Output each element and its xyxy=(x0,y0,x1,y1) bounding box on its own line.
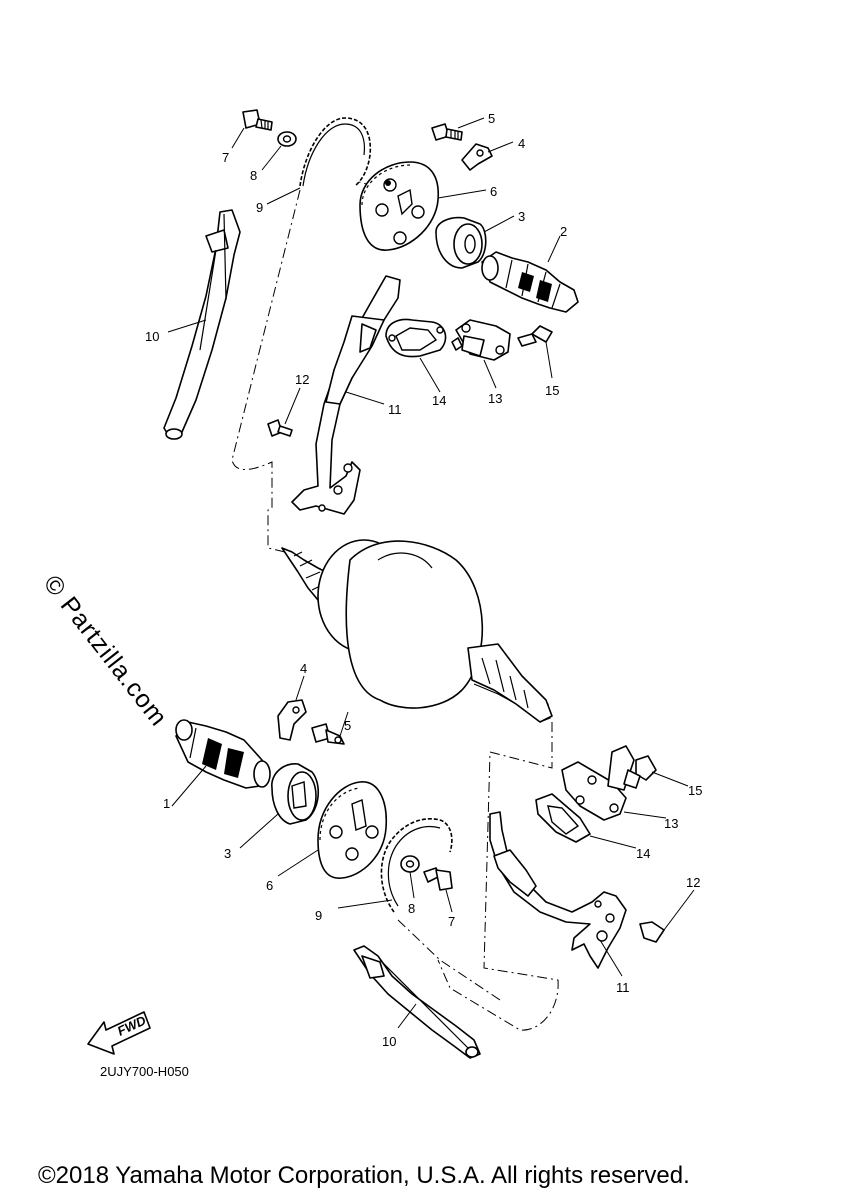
callout-lower-1: 1 xyxy=(163,796,170,811)
camshaft-1[interactable] xyxy=(175,719,271,789)
callout-upper-15: 15 xyxy=(545,383,559,398)
gasket-14-lower[interactable] xyxy=(535,793,591,843)
callout-lower-10: 10 xyxy=(382,1034,396,1049)
lower-assembly: FWD xyxy=(87,675,695,1059)
callout-lower-11: 11 xyxy=(616,980,630,995)
callout-upper-5: 5 xyxy=(488,111,495,126)
collar-3-lower[interactable] xyxy=(271,763,319,825)
collar-3-upper[interactable] xyxy=(435,216,487,269)
upper-assembly xyxy=(163,109,579,553)
plate-4-lower[interactable] xyxy=(277,699,307,741)
crankshaft[interactable] xyxy=(281,539,553,723)
callout-upper-13: 13 xyxy=(488,391,502,406)
callout-lower-9: 9 xyxy=(315,908,322,923)
callout-lower-13: 13 xyxy=(664,816,678,831)
copyright-notice: ©2018 Yamaha Motor Corporation, U.S.A. A… xyxy=(38,1162,690,1189)
bolt-5-upper[interactable] xyxy=(431,123,463,141)
gasket-14-upper[interactable] xyxy=(385,318,447,358)
callout-lower-12: 12 xyxy=(686,875,700,890)
callout-lower-15: 15 xyxy=(688,783,702,798)
callout-upper-14: 14 xyxy=(432,393,446,408)
bolt-15-lower[interactable] xyxy=(623,755,657,789)
callout-upper-6: 6 xyxy=(490,184,497,199)
bolt-12-lower[interactable] xyxy=(639,921,665,943)
washer-8-lower[interactable] xyxy=(400,855,420,873)
tensioner-13-upper[interactable] xyxy=(451,319,511,361)
callout-upper-10: 10 xyxy=(145,329,159,344)
camshaft-2[interactable] xyxy=(481,251,579,313)
callout-lower-4: 4 xyxy=(300,661,307,676)
washer-8-upper[interactable] xyxy=(277,131,297,147)
bolt-5-lower[interactable] xyxy=(311,723,345,745)
bolt-7-upper[interactable] xyxy=(242,109,273,131)
bolt-12-upper[interactable] xyxy=(267,419,293,437)
callout-upper-2: 2 xyxy=(560,224,567,239)
chain-guide-11-upper[interactable] xyxy=(291,275,401,515)
callout-upper-4: 4 xyxy=(518,136,525,151)
lower-leader-lines xyxy=(171,675,695,1029)
upper-chain-path-line xyxy=(231,189,301,553)
callout-lower-5: 5 xyxy=(344,718,351,733)
upper-leader-lines xyxy=(167,117,561,425)
lower-chain-line xyxy=(397,919,501,1001)
callout-upper-7: 7 xyxy=(222,150,229,165)
chain-guide-10-upper[interactable] xyxy=(163,209,241,440)
callout-upper-3: 3 xyxy=(518,209,525,224)
callout-lower-8: 8 xyxy=(408,901,415,916)
callout-lower-14: 14 xyxy=(636,846,650,861)
lower-crank-line xyxy=(437,722,559,1031)
callout-upper-9: 9 xyxy=(256,200,263,215)
callout-lower-3: 3 xyxy=(224,846,231,861)
callout-upper-11: 11 xyxy=(388,402,402,417)
plate-4-upper[interactable] xyxy=(461,143,493,171)
cam-sprocket-6-upper[interactable] xyxy=(359,161,439,251)
callout-upper-12: 12 xyxy=(295,372,309,387)
fwd-arrow-icon: FWD xyxy=(87,1011,151,1055)
diagram-code: 2UJY700-H050 xyxy=(100,1064,189,1079)
chain-guide-11-lower[interactable] xyxy=(489,811,627,969)
callout-upper-8: 8 xyxy=(250,168,257,183)
tensioner-13-lower[interactable] xyxy=(561,745,635,821)
callout-lower-7: 7 xyxy=(448,914,455,929)
callout-labels: 7 8 9 5 4 6 3 2 10 12 11 14 13 15 4 5 1 … xyxy=(145,111,702,1049)
chain-guide-10-lower[interactable] xyxy=(353,945,481,1059)
callout-lower-6: 6 xyxy=(266,878,273,893)
cam-chain-9-upper[interactable] xyxy=(299,117,372,187)
bolt-15-upper[interactable] xyxy=(517,325,553,347)
bolt-7-lower[interactable] xyxy=(423,867,453,891)
cam-sprocket-6-lower[interactable] xyxy=(317,781,388,879)
